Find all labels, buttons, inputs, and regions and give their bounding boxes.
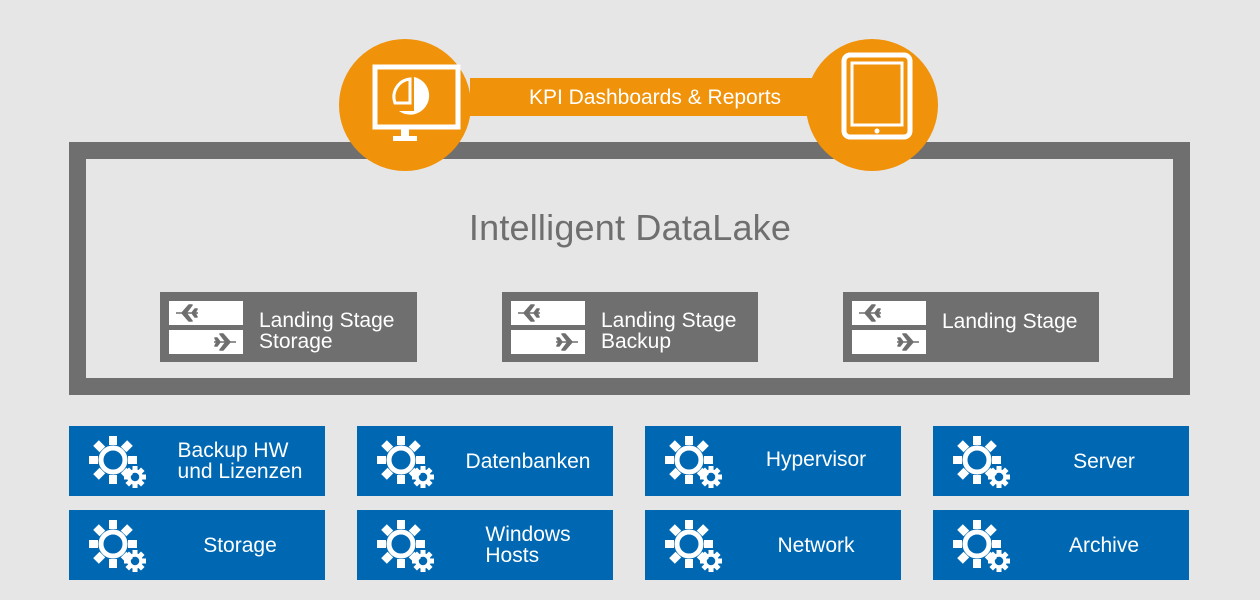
- gears-icon: [86, 433, 150, 491]
- source-tile-label: Datenbanken: [447, 426, 609, 496]
- gears-icon: [950, 433, 1014, 491]
- source-label-line1: Datenbanken: [465, 449, 591, 473]
- gears-icon: [950, 517, 1014, 575]
- source-tile-label: Storage: [159, 510, 321, 580]
- source-label-line2: Hosts: [485, 544, 540, 567]
- source-tile-archive[interactable]: Archive: [933, 510, 1189, 580]
- landing-stage[interactable]: Landing Stage: [843, 292, 1099, 362]
- airplane-icon: [555, 332, 579, 352]
- airplane-icon: [517, 303, 541, 323]
- gears-icon: [86, 517, 150, 575]
- source-tile-server[interactable]: Server: [933, 426, 1189, 496]
- source-label-line2: und Lizenzen: [177, 460, 303, 483]
- source-tile-storage[interactable]: Storage: [69, 510, 325, 580]
- outbound-lane: [852, 330, 926, 354]
- airplane-icon: [896, 332, 920, 352]
- landing-stage-label-line1: Landing Stage: [259, 309, 395, 332]
- source-tile-network[interactable]: Network: [645, 510, 901, 580]
- gears-icon: [374, 433, 438, 491]
- source-label-line1: Network: [777, 533, 855, 557]
- gears-icon: [662, 433, 726, 491]
- inbound-lane: [852, 301, 926, 325]
- airplane-icon: [175, 303, 199, 323]
- monitor-pie-chart-icon: [372, 64, 461, 141]
- landing-stage-backup[interactable]: Landing Stage Backup: [502, 292, 758, 362]
- source-tile-label: Hypervisor: [735, 426, 897, 492]
- source-tile-label: Server: [1023, 426, 1185, 496]
- outbound-lane: [169, 330, 243, 354]
- airplane-icon: [858, 303, 882, 323]
- landing-stage-label-line2: Backup: [601, 330, 672, 353]
- airplane-icon: [213, 332, 237, 352]
- source-tile-label: Network: [735, 510, 897, 580]
- inbound-lane: [169, 301, 243, 325]
- landing-stage-storage[interactable]: Landing Stage Storage: [160, 292, 417, 362]
- tablet-icon: [841, 52, 913, 140]
- landing-stage-label-line1: Landing Stage: [601, 309, 737, 332]
- source-label-line1: Server: [1073, 449, 1135, 473]
- source-label-line1: Storage: [203, 533, 277, 557]
- inbound-lane: [511, 301, 585, 325]
- datalake-title: Intelligent DataLake: [468, 207, 792, 248]
- source-tile-label: Backup HW und Lizenzen: [159, 426, 321, 496]
- landing-stage-label-line1: Landing Stage: [942, 310, 1078, 333]
- source-label-line1: Archive: [1068, 533, 1140, 557]
- source-label-line1: Backup HW: [177, 439, 289, 462]
- source-label-line1: Hypervisor: [765, 447, 867, 471]
- source-label-line1: Windows: [485, 523, 571, 546]
- source-tile-label: Windows Hosts: [447, 510, 609, 580]
- source-tile-backup-hw[interactable]: Backup HW und Lizenzen: [69, 426, 325, 496]
- source-tile-windows-hosts[interactable]: Windows Hosts: [357, 510, 613, 580]
- gears-icon: [662, 517, 726, 575]
- landing-stage-label: Landing Stage Backup: [601, 310, 736, 352]
- outbound-lane: [511, 330, 585, 354]
- source-tile-label: Archive: [1023, 510, 1185, 580]
- kpi-connector: [470, 78, 840, 116]
- source-tile-hypervisor[interactable]: Hypervisor: [645, 426, 901, 496]
- source-tile-datenbanken[interactable]: Datenbanken: [357, 426, 613, 496]
- landing-stage-label-line2: Storage: [259, 330, 333, 353]
- landing-stage-label: Landing Stage: [942, 311, 1077, 332]
- gears-icon: [374, 517, 438, 575]
- kpi-label[interactable]: KPI Dashboards & Reports: [528, 86, 782, 109]
- mobile-circle[interactable]: [806, 39, 938, 171]
- landing-stage-label: Landing Stage Storage: [259, 310, 394, 352]
- dashboard-circle[interactable]: [339, 39, 471, 171]
